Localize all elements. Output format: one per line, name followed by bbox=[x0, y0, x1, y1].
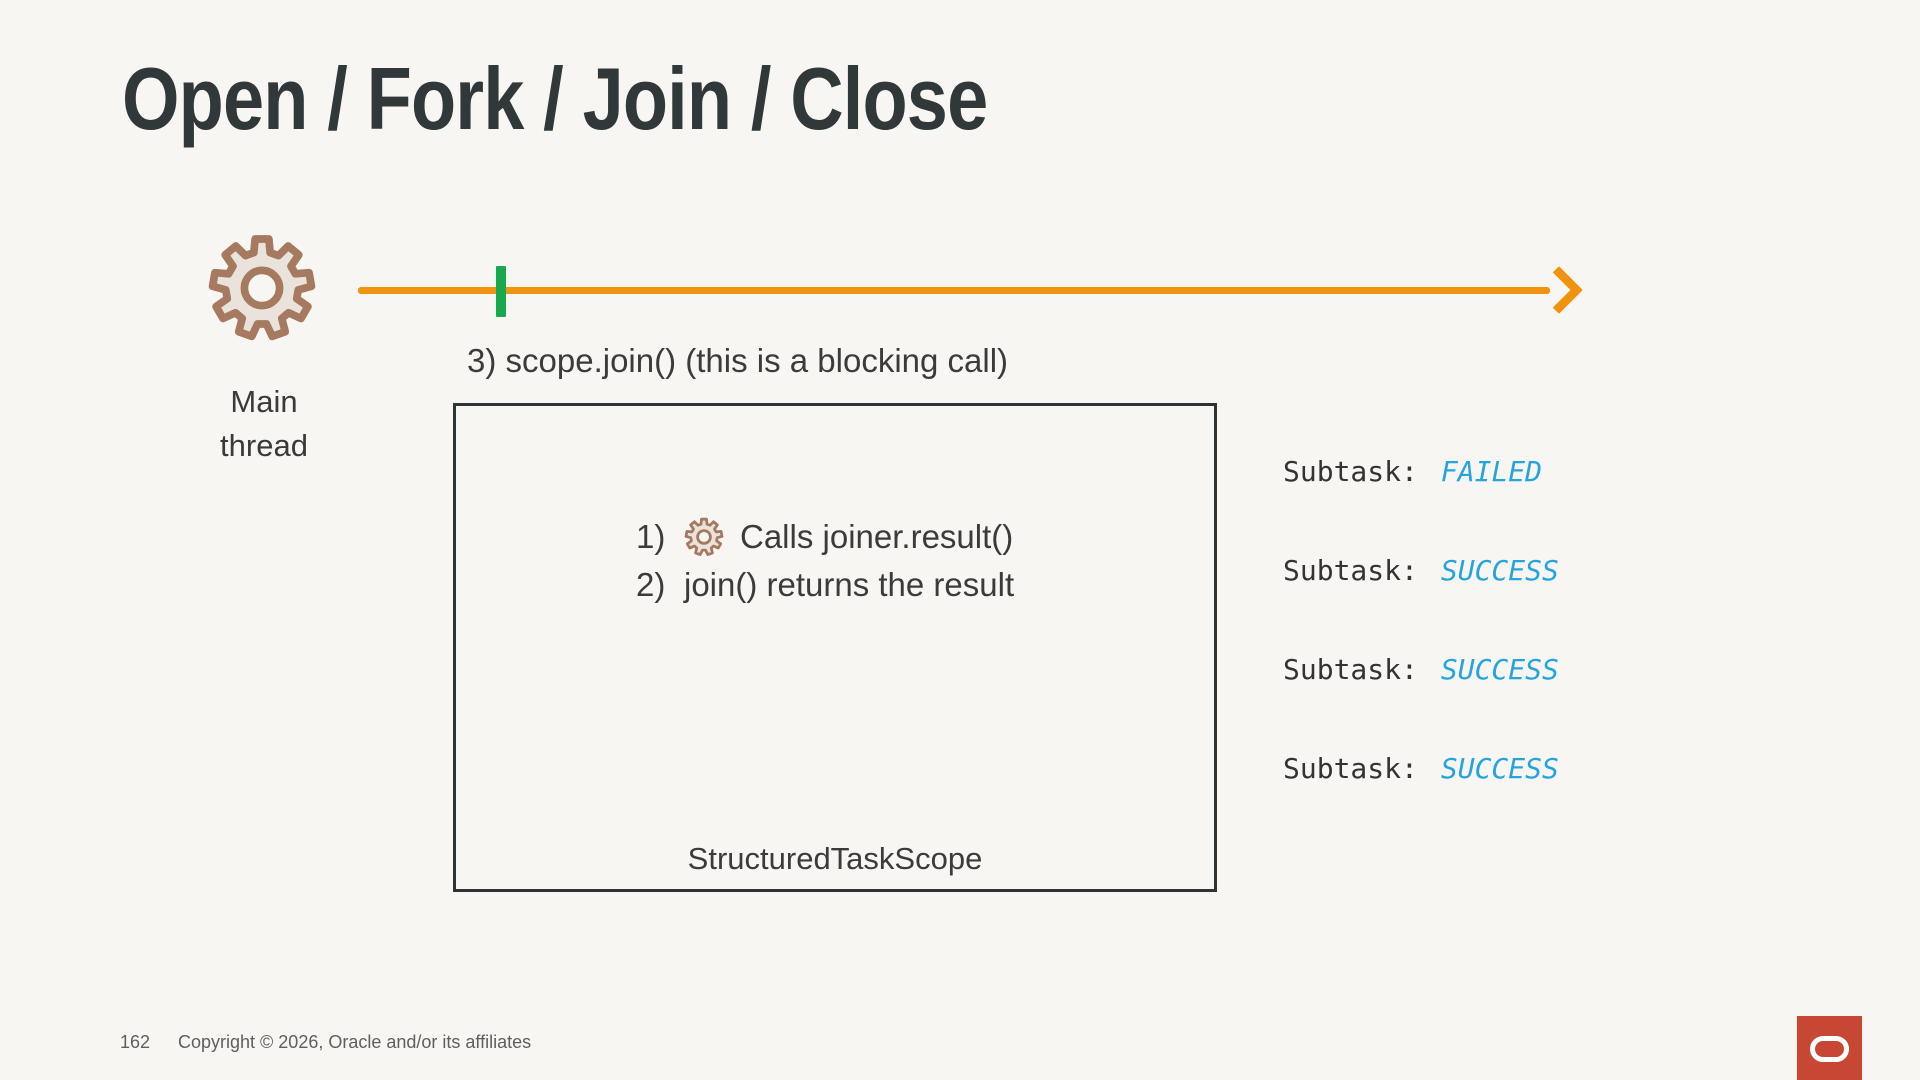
oracle-o-icon bbox=[1810, 1036, 1849, 1062]
oracle-logo bbox=[1797, 1016, 1862, 1080]
subtask-status-row: Subtask: FAILED bbox=[1283, 453, 1542, 489]
step-number: 2) bbox=[636, 566, 666, 603]
step-number: 1) bbox=[636, 518, 666, 555]
scope-box-label: StructuredTaskScope bbox=[687, 841, 983, 876]
step-text: join() returns the result bbox=[684, 566, 1015, 603]
subtask-status: FAILED bbox=[1440, 454, 1543, 488]
blocking-call-note: 3) scope.join() (this is a blocking call… bbox=[467, 342, 1009, 379]
timeline-arrowhead-icon bbox=[1534, 265, 1584, 315]
subtask-label: Subtask: bbox=[1283, 553, 1418, 587]
subtask-status: SUCCESS bbox=[1440, 553, 1559, 587]
scope-step-2: 2) join() returns the result bbox=[636, 564, 1014, 606]
main-thread-line2: thread bbox=[220, 428, 308, 464]
page-number: 162 bbox=[120, 1032, 151, 1052]
join-point-marker bbox=[496, 266, 506, 317]
subtask-status-row: Subtask: SUCCESS bbox=[1283, 651, 1559, 687]
gear-icon bbox=[207, 233, 317, 348]
step-text: Calls joiner.result() bbox=[740, 518, 1014, 555]
subtask-label: Subtask: bbox=[1283, 454, 1418, 488]
scope-step-list: 1) Calls joiner.result() 2) join() retur… bbox=[636, 516, 1014, 606]
copyright-text: Copyright © 2026, Oracle and/or its affi… bbox=[178, 1032, 532, 1052]
page-title: Open / Fork / Join / Close bbox=[122, 49, 988, 148]
subtask-status-row: Subtask: SUCCESS bbox=[1283, 750, 1559, 786]
subtask-status: SUCCESS bbox=[1440, 652, 1559, 686]
subtask-status-row: Subtask: SUCCESS bbox=[1283, 552, 1559, 588]
timeline-arrow-line bbox=[358, 287, 1550, 294]
subtask-label: Subtask: bbox=[1283, 751, 1418, 785]
main-thread-line1: Main bbox=[230, 384, 298, 419]
scope-step-1: 1) Calls joiner.result() bbox=[636, 516, 1014, 558]
subtask-status: SUCCESS bbox=[1440, 751, 1559, 785]
main-thread-label: Main thread bbox=[174, 380, 354, 468]
structured-task-scope-box: 1) Calls joiner.result() 2) join() retur… bbox=[453, 403, 1217, 892]
gear-icon bbox=[684, 517, 724, 557]
subtask-label: Subtask: bbox=[1283, 652, 1418, 686]
